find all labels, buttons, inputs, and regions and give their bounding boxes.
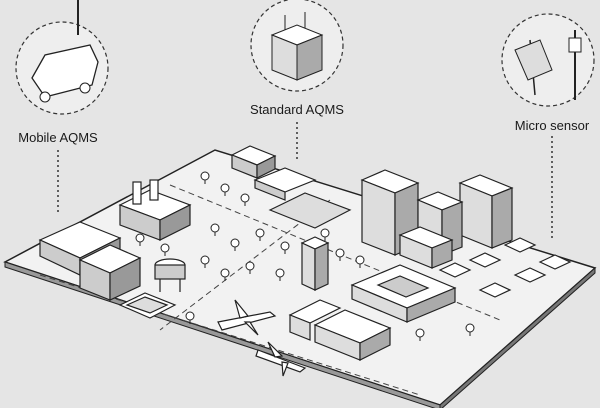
standard-aqms-label: Standard AQMS bbox=[250, 102, 344, 117]
airplane bbox=[217, 299, 307, 377]
mobile-aqms-label: Mobile AQMS bbox=[18, 130, 98, 145]
buildings bbox=[38, 145, 572, 361]
standard-aqms-inset bbox=[250, 0, 344, 92]
micro-sensor-label: Micro sensor bbox=[514, 118, 590, 133]
leader-lines bbox=[57, 122, 553, 240]
micro-sensor-inset bbox=[501, 13, 595, 107]
mobile-aqms-inset bbox=[15, 0, 109, 115]
ground-edge bbox=[439, 266, 596, 408]
